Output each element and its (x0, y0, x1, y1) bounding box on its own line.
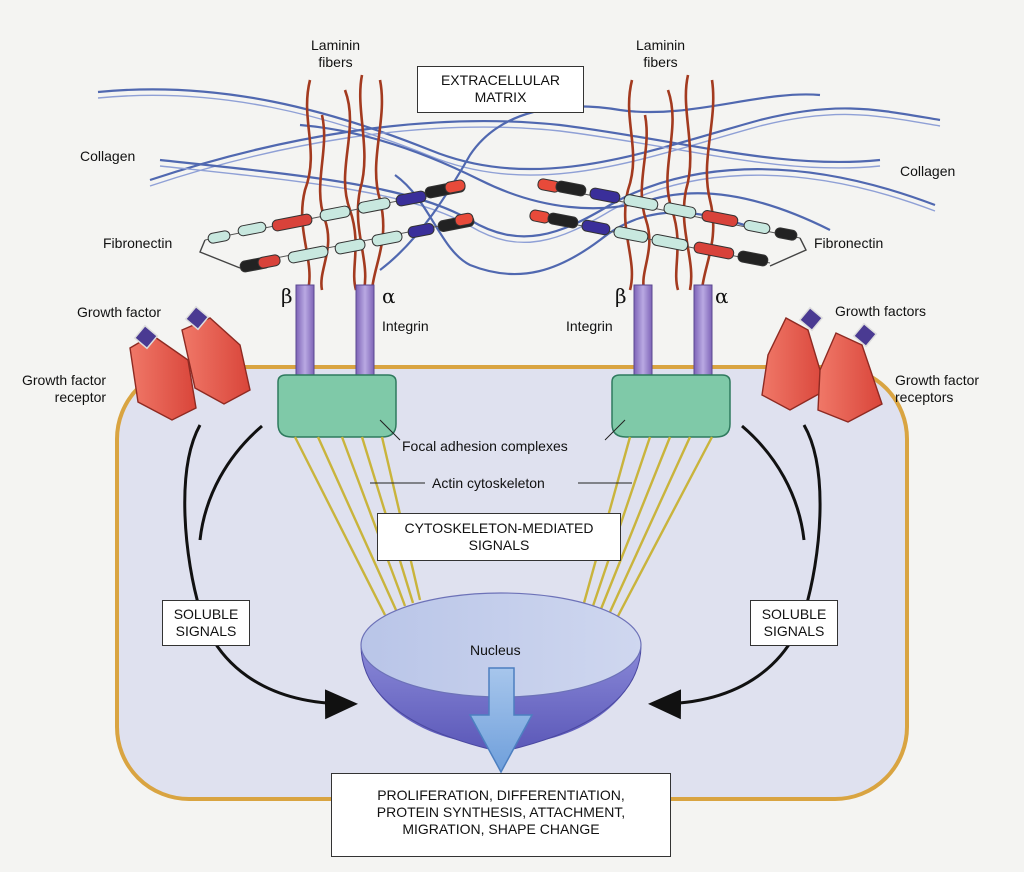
nucleus-label: Nucleus (470, 642, 521, 658)
outcome-box: PROLIFERATION, DIFFERENTIATION,PROTEIN S… (331, 773, 671, 857)
actin-cytoskeleton-label: Actin cytoskeleton (432, 475, 545, 491)
collagen-fibers (97, 88, 941, 276)
collagen-label-right: Collagen (900, 163, 956, 179)
fibronectin-right (529, 178, 807, 267)
integrin-right (633, 284, 713, 386)
integrin-label-right: Integrin (566, 318, 613, 334)
beta-label-left: β (281, 284, 293, 308)
focal-adhesion-right (611, 374, 731, 438)
focal-adhesion-label: Focal adhesion complexes (402, 438, 568, 454)
integrin-label-left: Integrin (382, 318, 429, 334)
alpha-label-left: α (382, 284, 396, 308)
nucleus-output-arrow (468, 667, 534, 774)
leader-lines (370, 419, 632, 484)
soluble-signal-arrow-left-top (198, 424, 263, 541)
beta-label-right: β (615, 284, 627, 308)
growth-factors-label: Growth factors (835, 303, 927, 319)
growth-factor-receptor-left (129, 305, 251, 421)
growth-factor-label: Growth factor (77, 304, 162, 320)
growth-factor-receptor-right (761, 306, 883, 423)
fibronectin-label-right: Fibronectin (814, 235, 884, 251)
alpha-label-right: α (715, 284, 729, 308)
collagen-label-left: Collagen (80, 148, 136, 164)
focal-adhesion-left (277, 374, 397, 438)
fibronectin-label-left: Fibronectin (103, 235, 173, 251)
fibronectin-left (199, 179, 475, 273)
soluble-signal-arrow-right-top (741, 424, 806, 541)
